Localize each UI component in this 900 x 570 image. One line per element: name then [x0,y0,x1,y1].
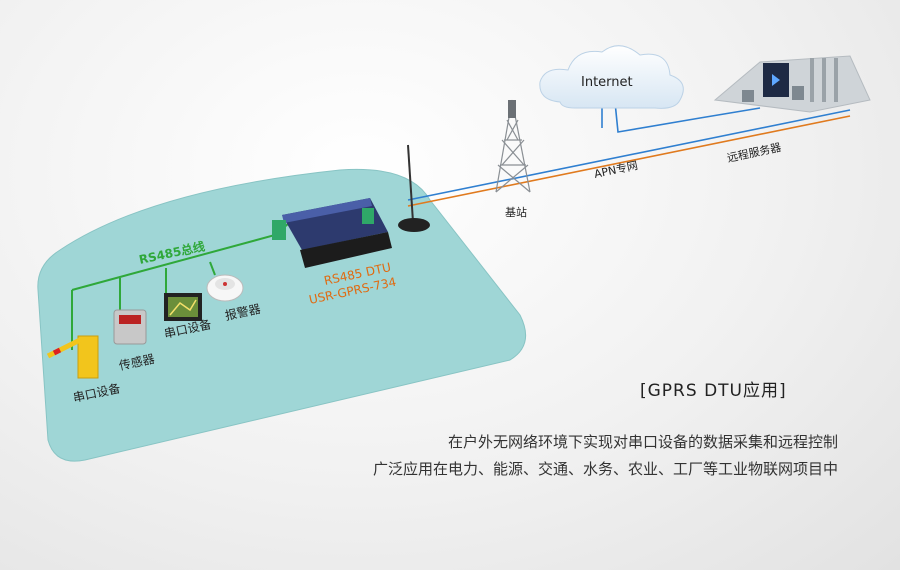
base-station-label: 基站 [505,205,527,219]
dtu-device-icon [272,198,392,268]
barrier-gate-icon [46,335,99,379]
cell-tower-icon [495,99,531,193]
internet-label: Internet [581,75,633,90]
caption-line-1: 在户外无网络环境下实现对串口设备的数据采集和远程控制 [447,433,838,451]
cloud-icon [539,45,684,109]
caption-line-2: 广泛应用在电力、能源、交通、水务、农业、工厂等工业物联网项目中 [372,460,838,478]
alarm-label: 报警器 [224,301,262,323]
sensor-icon [113,309,147,345]
sensor-label: 传感器 [118,351,156,373]
server-label: 远程服务器 [726,141,783,165]
server-room-icon [713,55,871,113]
smoke-alarm-icon [206,274,244,302]
monitor-icon [164,293,202,321]
platform [37,168,527,462]
uplink-lines [407,101,851,207]
antenna-icon [398,144,430,232]
section-heading: [GPRS DTU应用] [640,381,787,401]
